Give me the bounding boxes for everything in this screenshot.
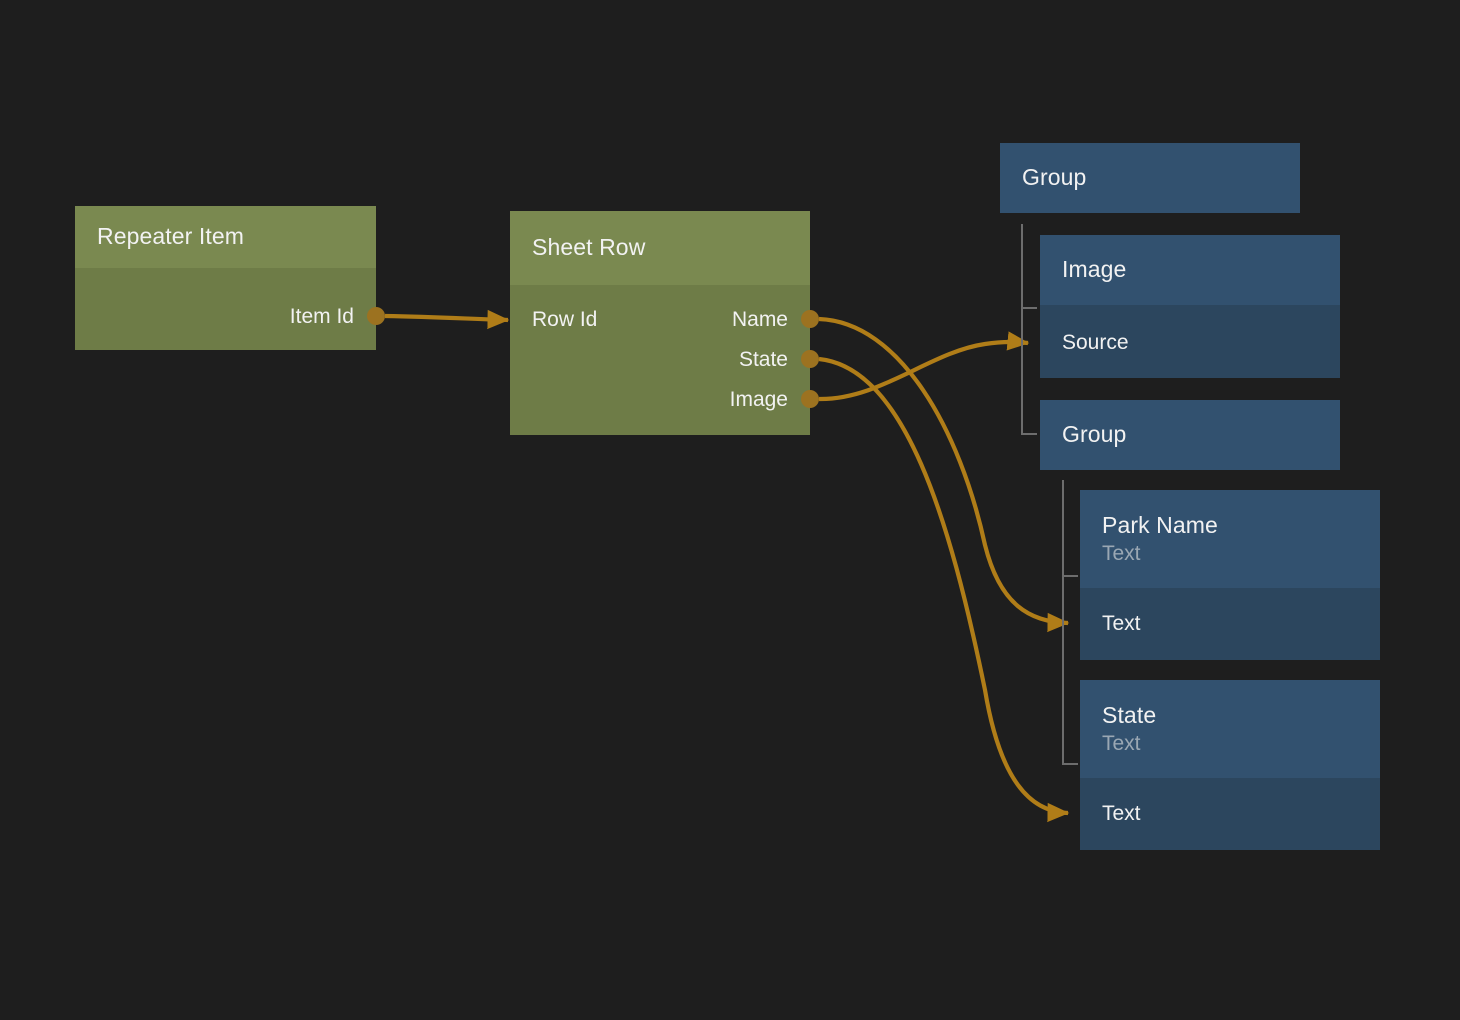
port-dot-image-sheet-row[interactable] [801,390,819,408]
port-label: Row Id [532,307,598,331]
tree-spine-vertical [1062,480,1064,765]
node-header-group-second[interactable]: Group [1040,400,1340,470]
node-subtitle: Text [1102,541,1141,565]
input-port-row-id-sheet-row[interactable]: Row Id [532,306,597,332]
node-header-repeater-item[interactable]: Repeater Item [75,206,376,268]
port-label: Item Id [289,304,354,328]
tree-spine-corner-tick [1064,763,1078,765]
node-header-sheet-row[interactable]: Sheet Row [510,211,810,285]
node-title: State [1102,701,1157,728]
wire-image-to-source[interactable] [818,331,1030,402]
tree-spine [1021,224,1039,435]
output-port-item-id-repeater-item[interactable]: Item Id [290,303,354,329]
wire-item-id-to-row-id[interactable] [384,309,510,330]
node-body-park-name: Text [1080,588,1380,660]
node-group-top[interactable]: Group [1000,143,1300,213]
tree-spine-branch-tick [1023,307,1037,309]
tree-spine-vertical [1021,224,1023,435]
node-title: Group [1062,421,1127,448]
node-body-image: Source [1040,305,1340,378]
port-label: Text [1102,801,1141,825]
node-title: Image [1062,256,1127,283]
port-dot-name-sheet-row[interactable] [801,310,819,328]
node-body-state: Text [1080,778,1380,850]
port-label: Text [1102,611,1141,635]
input-port-text-state[interactable]: Text [1102,800,1141,826]
port-label: Source [1062,330,1129,354]
node-body-repeater-item: Item Id [75,268,376,350]
node-group-second[interactable]: Group [1040,400,1340,470]
node-header-image[interactable]: Image [1040,235,1340,305]
port-label: Image [729,387,788,411]
output-port-image-sheet-row[interactable]: Image [730,386,788,412]
node-title: Repeater Item [97,223,245,250]
port-dot-state-sheet-row[interactable] [801,350,819,368]
port-label: Name [731,307,788,331]
output-port-state-sheet-row[interactable]: State [739,346,788,372]
node-title: Group [1022,164,1087,191]
node-title: Sheet Row [532,234,646,261]
wire-state-to-state-text[interactable] [818,356,1070,823]
wire-name-to-park-name-text[interactable] [818,316,1070,633]
input-port-source-image[interactable]: Source [1062,329,1129,355]
input-port-text-park-name[interactable]: Text [1102,610,1141,636]
tree-spine-branch-tick [1064,575,1078,577]
port-dot-item-id-repeater-item[interactable] [367,307,385,325]
tree-spine [1062,480,1080,765]
node-title: Park Name [1102,511,1218,538]
tree-spine-corner-tick [1023,433,1037,435]
node-header-group-top[interactable]: Group [1000,143,1300,213]
node-subtitle: Text [1102,731,1141,755]
port-label: State [738,347,788,371]
output-port-name-sheet-row[interactable]: Name [732,306,788,332]
